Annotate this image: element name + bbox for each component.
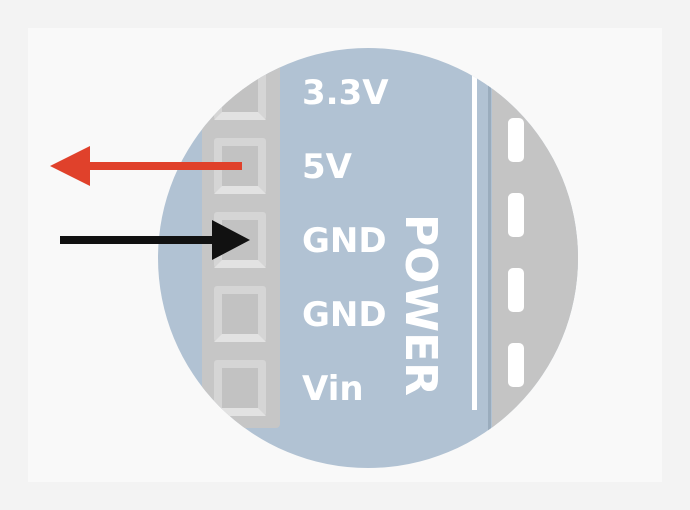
pin-socket-bevel xyxy=(214,112,266,120)
pin-socket-bevel xyxy=(214,334,266,342)
pin-labels: 3.3V 5V GND GND Vin xyxy=(302,73,389,409)
header-title: POWER xyxy=(395,214,446,396)
divider-line-shadow xyxy=(488,60,491,450)
pin-socket-bevel xyxy=(214,186,266,194)
pin-socket-hole xyxy=(222,368,258,408)
pin-label-5v-1: 5V xyxy=(302,147,353,187)
pin-label-gnd-3: GND xyxy=(302,295,387,335)
pin-label-gnd-2: GND xyxy=(302,221,387,261)
arrows xyxy=(50,146,250,260)
right-pin-slot xyxy=(508,268,524,312)
arrow-shaft xyxy=(84,162,242,170)
arrow-out-5v xyxy=(50,146,242,186)
right-pin-slot xyxy=(508,343,524,387)
arrow-head xyxy=(212,220,250,260)
magnifier-circle xyxy=(158,48,578,468)
right-pin-slot xyxy=(508,193,524,237)
arrow-head xyxy=(50,146,90,186)
pin-label-33v-0: 3.3V xyxy=(302,73,389,113)
right-pin-slot xyxy=(508,118,524,162)
pin-label-vin-4: Vin xyxy=(302,369,364,409)
pin-socket-bevel xyxy=(214,260,266,268)
divider-line-white xyxy=(472,60,477,410)
pin-socket-hole xyxy=(222,294,258,334)
left-pin-header xyxy=(202,48,280,428)
arrow-in-gnd xyxy=(60,220,250,260)
arrow-shaft xyxy=(60,236,218,244)
